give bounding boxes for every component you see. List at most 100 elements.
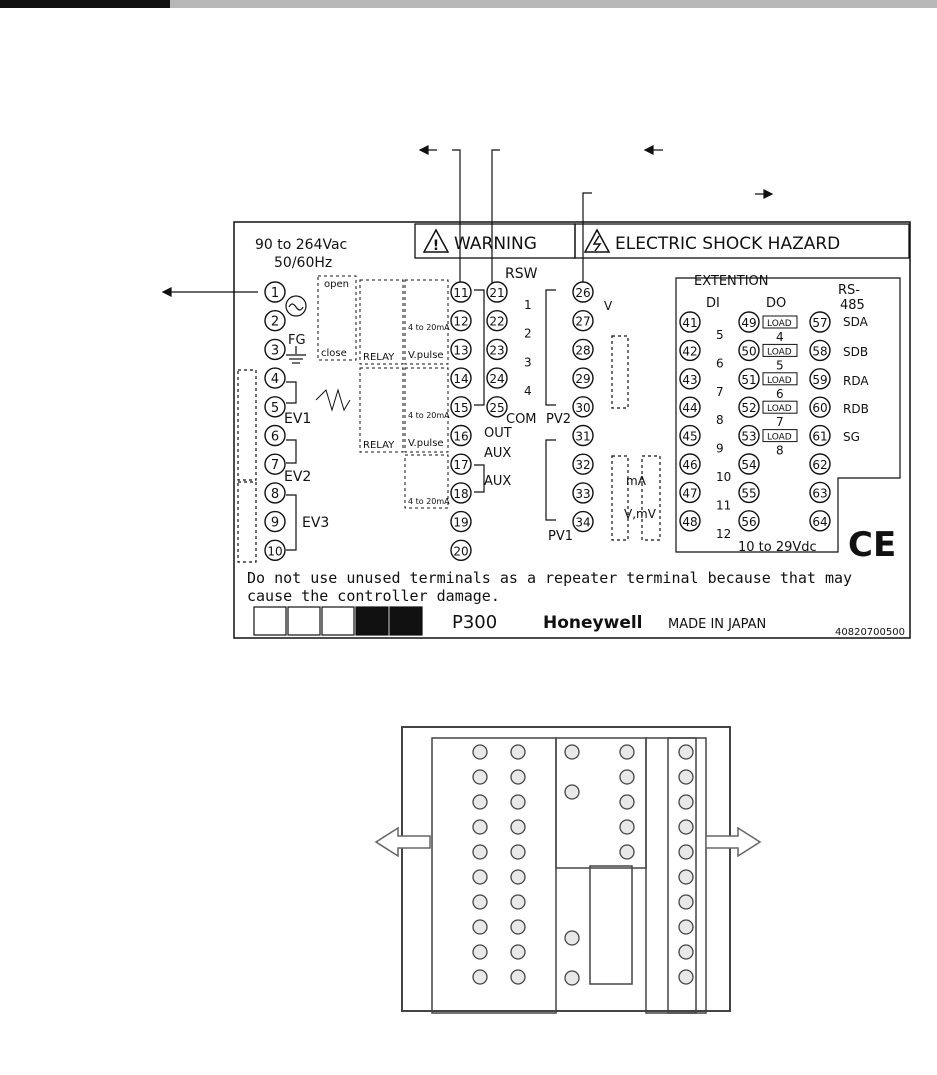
ce-mark: CE: [848, 525, 896, 565]
terminal-10: 10: [264, 539, 286, 561]
terminal-number: 53: [741, 430, 756, 444]
screw-terminal: [619, 844, 635, 860]
terminal-number: 47: [682, 486, 697, 500]
terminal-number: 6: [271, 430, 279, 445]
pv2-label: PV2: [546, 412, 571, 427]
terminal-number: 57: [812, 316, 827, 330]
di-switch-number: 5: [716, 328, 724, 342]
terminal-number: 32: [575, 458, 590, 472]
terminal-24: 24: [486, 367, 508, 389]
terminal-25: 25: [486, 396, 508, 418]
terminal-number: 51: [741, 373, 756, 387]
pv-brackets: [474, 289, 661, 541]
screw-terminal: [619, 744, 635, 760]
warning-text: WARNING: [454, 234, 537, 254]
pv1-label: PV1: [548, 529, 573, 544]
terminal-number: 13: [453, 343, 468, 357]
screw-terminal: [472, 944, 488, 960]
shock-box: [574, 223, 910, 259]
fg-label: FG: [288, 333, 306, 348]
screw-terminal: [472, 844, 488, 860]
terminal-layer: 1234567891011121314151617181920212223242…: [264, 281, 831, 561]
terminal-42: 42: [679, 339, 701, 362]
terminal-number: 28: [575, 343, 590, 357]
terminal-number: 54: [741, 458, 756, 472]
ma-label-1: 4 to 20mA: [408, 323, 450, 332]
aux-label-1: AUX: [484, 446, 511, 461]
do-label: DO: [766, 296, 786, 311]
terminal-44: 44: [679, 396, 701, 418]
terminal-number: 27: [575, 315, 590, 329]
terminal-12: 12: [450, 310, 472, 332]
terminal-number: 10: [267, 544, 282, 558]
sg-label: SG: [843, 430, 860, 444]
terminal-number: 26: [575, 286, 590, 300]
terminal-7: 7: [264, 453, 286, 475]
ma-label-2: 4 to 20mA: [408, 411, 450, 420]
terminal-number: 42: [682, 344, 697, 358]
terminal-number: 43: [682, 373, 697, 387]
di-switch-number: 7: [716, 385, 724, 399]
terminal-60: 60: [809, 396, 831, 418]
ev3-label: EV3: [302, 515, 329, 531]
terminal-55: 55: [738, 481, 760, 504]
extention-box: [675, 277, 901, 553]
input-groups: [315, 275, 449, 509]
extention-label: EXTENTION: [694, 274, 769, 289]
terminal-number: 52: [741, 401, 756, 415]
ev1-label: EV1: [284, 411, 311, 427]
terminal-63: 63: [809, 481, 831, 504]
terminal-59: 59: [809, 368, 831, 390]
screw-terminal: [678, 769, 694, 785]
terminal-number: 21: [489, 286, 504, 300]
rdb-label: RDB: [843, 402, 869, 416]
terminal-14: 14: [450, 367, 472, 389]
terminal-number: 11: [453, 286, 468, 300]
brand-label: Honeywell: [543, 613, 643, 633]
screw-terminal: [510, 969, 526, 985]
left-pull-arrow-icon: [374, 826, 431, 858]
terminal-50: 50: [738, 339, 760, 362]
screw-terminal: [510, 869, 526, 885]
terminal-41: 41: [679, 311, 701, 333]
screw-terminal: [678, 794, 694, 810]
di-label: DI: [706, 296, 720, 311]
header-bar-dark: [0, 0, 170, 8]
terminal-18: 18: [450, 482, 472, 504]
notice-line-2: cause the controller damage.: [247, 587, 500, 605]
di-switch-number: 10: [716, 470, 731, 484]
terminal-number: 44: [682, 401, 697, 415]
load-label: LOAD: [767, 347, 792, 357]
terminal-number: 49: [741, 316, 756, 330]
load-box: [762, 400, 798, 414]
terminal-number: 29: [575, 372, 590, 386]
screw-terminal: [472, 819, 488, 835]
terminal-46: 46: [679, 453, 701, 475]
close-label: close: [321, 348, 347, 359]
vpulse-label-1: V.pulse: [408, 350, 444, 361]
screw-terminal: [564, 784, 580, 800]
screw-terminal: [564, 970, 580, 986]
rsw-label: RSW: [505, 266, 538, 282]
terminal-block-photo: [401, 726, 731, 1014]
rs485-label-1: RS-: [838, 283, 860, 298]
terminal-number: 19: [453, 516, 468, 530]
terminal-number: 63: [812, 486, 827, 500]
terminal-6: 6: [264, 424, 286, 447]
terminal-19: 19: [450, 510, 472, 533]
relay-label-1: RELAY: [363, 352, 395, 363]
photo-screws: [472, 744, 694, 986]
load-box: [762, 343, 798, 357]
com-label: COM: [506, 412, 537, 427]
screw-terminal: [619, 794, 635, 810]
di-switch-number: 6: [716, 356, 724, 370]
terminal-number: 2: [271, 315, 279, 330]
do-channel-number: 7: [776, 415, 784, 429]
do-channel-number: 8: [776, 444, 784, 458]
terminal-number: 58: [812, 344, 827, 358]
terminal-58: 58: [809, 339, 831, 362]
terminal-number: 45: [682, 430, 697, 444]
screw-terminal: [678, 919, 694, 935]
screw-terminal: [678, 819, 694, 835]
terminal-number: 61: [812, 430, 827, 444]
